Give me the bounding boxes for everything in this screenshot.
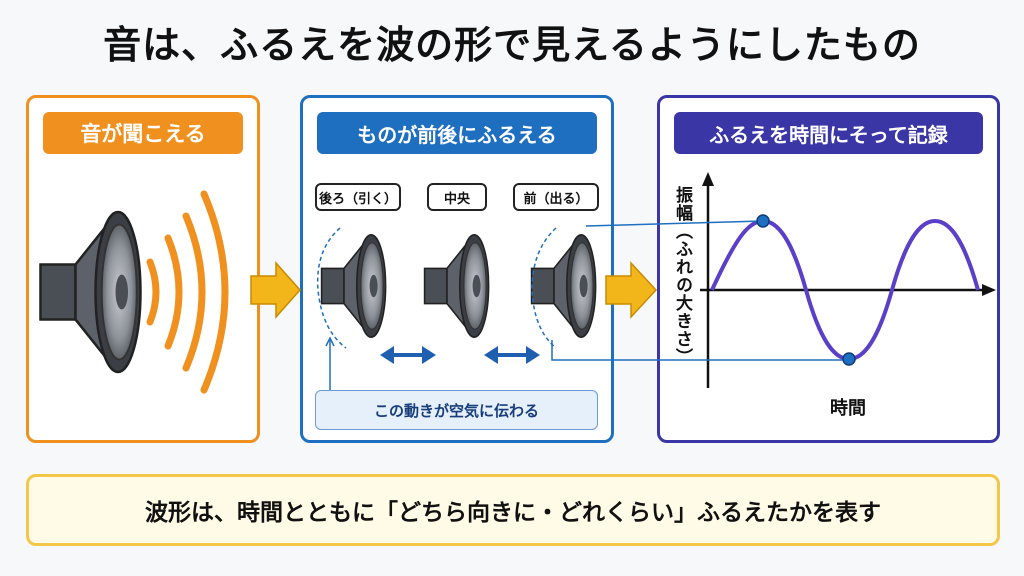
summary-box: 波形は、時間とともに「どちら向きに・どれくらい」ふるえたかを表す <box>26 474 1000 546</box>
position-label-back: 後ろ（引く） <box>315 183 401 211</box>
panel-record: ふるえを時間にそって記録 <box>657 95 1000 443</box>
y-axis-label: 振幅（ふれの大きさ） <box>672 186 692 366</box>
page-title: 音は、ふるえを波の形で見えるようにしたもの <box>103 23 921 67</box>
trough-point <box>842 352 856 366</box>
speaker-icon <box>39 210 142 374</box>
dashed-outline <box>531 227 557 349</box>
air-transfer-note: この動きが空気に伝わる <box>315 390 598 430</box>
position-label-front: 前（出る） <box>513 183 599 211</box>
double-arrow-icon <box>380 346 436 364</box>
panel-hear-heading: 音が聞こえる <box>43 112 243 154</box>
double-arrow-icon <box>484 346 540 364</box>
speaker-icon <box>423 234 490 339</box>
trough-connector <box>551 340 849 361</box>
position-label-center: 中央 <box>427 183 487 211</box>
peak-point <box>756 214 770 228</box>
speaker-icon <box>320 234 387 339</box>
graph-axes <box>700 172 996 388</box>
sound-wave-icon <box>146 190 229 394</box>
right-arrow-icon <box>250 261 302 319</box>
panel-record-heading: ふるえを時間にそって記録 <box>674 112 983 154</box>
peak-connector <box>585 220 764 227</box>
x-axis-label: 時間 <box>830 398 866 419</box>
panel-vibrate-heading: ものが前後にふるえる <box>317 112 597 154</box>
speaker-icon <box>530 234 597 339</box>
right-arrow-icon <box>605 261 658 319</box>
